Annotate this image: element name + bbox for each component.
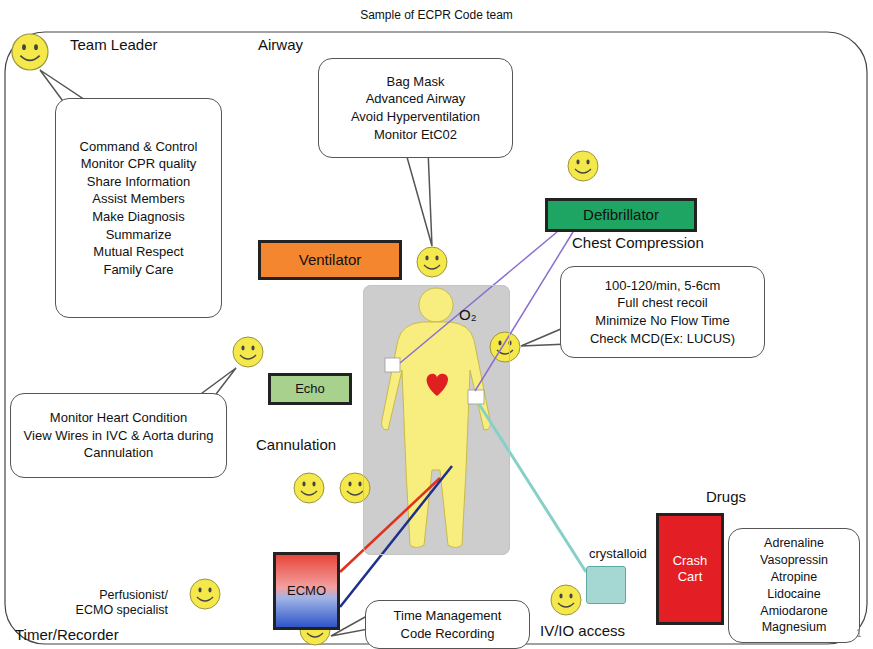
bubble-item: Command & Control: [80, 138, 198, 156]
team-frame: [5, 32, 867, 644]
diagram-title: Sample of ECPR Code team: [0, 8, 873, 22]
box-label: Echo: [295, 381, 325, 397]
bubble-item: Monitor Heart Condition: [50, 409, 187, 427]
box-label: Ventilator: [299, 251, 362, 269]
equipment-box: Defibrillator: [545, 198, 697, 232]
bubble-item: Family Care: [103, 261, 173, 279]
equipment-box: Echo: [268, 373, 352, 405]
bubble-item: 100-120/min, 5-6cm: [605, 277, 721, 295]
smiley-face: [417, 247, 447, 277]
bubble-item: Mutual Respect: [93, 243, 183, 261]
box-label: Crash Cart: [663, 553, 717, 584]
bubble-item: Avoid Hyperventilation: [351, 108, 480, 126]
bubble-item: Full chest recoil: [617, 294, 707, 312]
bubble-item: Lidocaine: [767, 586, 821, 603]
bubble-item: Assist Members: [92, 190, 184, 208]
box-label: O₂: [459, 306, 477, 323]
box-label: ECMO: [287, 583, 326, 599]
bubble-item: Share Information: [87, 173, 190, 191]
fluid-label: crystalloid: [589, 546, 647, 561]
bubble-item: Monitor CPR quality: [81, 155, 197, 173]
role-label: Perfusionist/ ECMO specialist: [68, 588, 168, 618]
smiley-face: [490, 332, 520, 362]
bubble-item: Minimize No Flow Time: [595, 312, 729, 330]
bubble-item: Adrenaline: [764, 535, 824, 552]
role-label: Timer/Recorder: [15, 626, 119, 644]
connector-line: [340, 478, 440, 572]
smiley-face: [568, 151, 598, 181]
bubble-item: Atropine: [771, 569, 818, 586]
page-number: 1: [856, 628, 862, 640]
role-label: Chest Compression: [572, 234, 704, 252]
smiley-face: [12, 34, 48, 70]
bubble-item: Make Diagnosis: [92, 208, 185, 226]
defib-pad: [385, 358, 400, 372]
bubble-item: Amiodarone: [760, 603, 827, 620]
smiley-face: [551, 585, 581, 615]
role-label: Drugs: [706, 488, 746, 506]
role-label: Cannulation: [256, 436, 336, 454]
ecmo-machine: ECMO: [273, 552, 340, 630]
bubble-item: View Wires in IVC & Aorta during Cannula…: [19, 427, 218, 462]
speech-bubble: Command & ControlMonitor CPR qualityShar…: [55, 98, 222, 318]
bubble-item: Vasopressin: [760, 552, 828, 569]
role-label: IV/IO access: [540, 622, 625, 640]
bubble-item: Bag Mask: [387, 73, 445, 91]
smiley-face: [190, 579, 220, 609]
bubble-tail: [405, 150, 432, 246]
speech-bubble: Bag MaskAdvanced AirwayAvoid Hyperventil…: [318, 58, 513, 158]
speech-bubble: 100-120/min, 5-6cmFull chest recoilMinim…: [560, 266, 765, 358]
patient-head: [419, 288, 453, 322]
smiley-face: [340, 473, 370, 503]
connector-line: [475, 232, 573, 391]
speech-bubble: AdrenalineVasopressinAtropineLidocaineAm…: [728, 528, 860, 643]
bubble-item: Summarize: [106, 226, 172, 244]
bubble-item: Time Management: [394, 607, 502, 625]
bubble-item: Code Recording: [401, 625, 495, 643]
connector-line: [479, 404, 586, 572]
patient-area: O₂: [363, 285, 510, 555]
defib-pad: [468, 390, 484, 404]
patient-body: [382, 322, 491, 548]
bubble-item: Advanced Airway: [366, 90, 466, 108]
smiley-face: [233, 337, 263, 367]
box-label: Defibrillator: [583, 206, 659, 224]
bubble-item: Check MCD(Ex: LUCUS): [590, 330, 735, 348]
crash-cart: Crash Cart: [656, 513, 724, 625]
smiley-face: [294, 473, 324, 503]
role-label: Team Leader: [70, 36, 158, 54]
speech-bubble: Time ManagementCode Recording: [365, 600, 530, 649]
bubble-item: Magnesium: [762, 619, 827, 636]
heart-symbol: [427, 374, 448, 396]
connector-line: [340, 466, 452, 607]
bubble-item: Monitor EtC02: [374, 126, 457, 144]
equipment-box: Ventilator: [258, 240, 402, 280]
speech-bubble: Monitor Heart ConditionView Wires in IVC…: [10, 393, 227, 478]
fluid-bag: crystalloid: [586, 566, 626, 604]
role-label: Airway: [258, 36, 303, 54]
